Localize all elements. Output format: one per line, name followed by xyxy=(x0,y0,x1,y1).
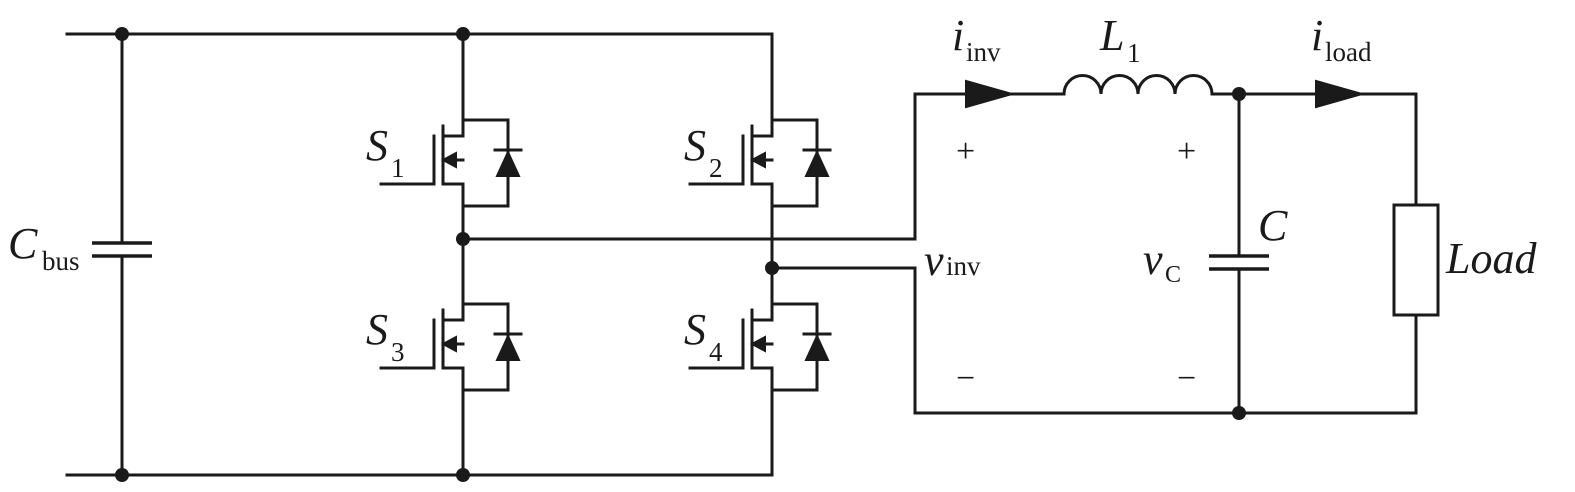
svg-text:S: S xyxy=(366,121,388,170)
svg-text:inv: inv xyxy=(946,251,981,281)
i-load-arrow xyxy=(1315,79,1366,109)
svg-text:1: 1 xyxy=(1127,38,1141,68)
svg-text:3: 3 xyxy=(391,337,405,367)
v-inv-plus-sign: + xyxy=(956,133,975,170)
s4-label: S 4 xyxy=(684,305,723,367)
svg-text:load: load xyxy=(1325,37,1372,67)
svg-text:i: i xyxy=(1311,11,1323,60)
right-leg-wiring xyxy=(770,204,917,314)
load-resistor xyxy=(1392,203,1440,317)
dc-bus-rails xyxy=(65,32,774,477)
s2-label: S 2 xyxy=(684,121,723,183)
c-label: C xyxy=(1258,201,1288,250)
i-inv-arrow xyxy=(965,79,1016,109)
svg-text:C: C xyxy=(8,219,38,268)
inductor-l1 xyxy=(1062,74,1214,96)
v-c-label: v C xyxy=(1143,235,1181,288)
svg-text:v: v xyxy=(924,236,944,285)
v-c-plus-sign: + xyxy=(1177,133,1196,170)
svg-text:inv: inv xyxy=(966,37,1001,67)
l1-label: L 1 xyxy=(1099,11,1141,68)
svg-text:bus: bus xyxy=(42,246,80,276)
svg-text:S: S xyxy=(684,305,706,354)
bus-capacitor xyxy=(92,32,152,477)
v-inv-label: v inv xyxy=(924,236,981,285)
switch-s2-mosfet xyxy=(688,118,832,208)
i-load-label: i load xyxy=(1311,11,1372,67)
output-wiring xyxy=(913,92,1418,415)
svg-text:i: i xyxy=(952,11,964,60)
svg-text:S: S xyxy=(684,121,706,170)
switch-s1-mosfet xyxy=(379,118,523,208)
s3-label: S 3 xyxy=(366,305,405,367)
svg-text:v: v xyxy=(1143,235,1163,284)
s1-label: S 1 xyxy=(366,121,405,183)
v-inv-minus-sign: − xyxy=(956,360,975,397)
switch-s3-mosfet xyxy=(379,302,523,392)
i-inv-label: i inv xyxy=(952,11,1001,67)
left-leg-wiring xyxy=(461,32,917,477)
c-bus-label: C bus xyxy=(8,219,80,276)
svg-text:1: 1 xyxy=(391,153,405,183)
svg-text:4: 4 xyxy=(709,337,723,367)
v-c-minus-sign: − xyxy=(1177,360,1196,397)
svg-text:S: S xyxy=(366,305,388,354)
load-label: Load xyxy=(1445,234,1537,283)
svg-text:2: 2 xyxy=(709,153,723,183)
junction-dots xyxy=(115,27,1246,482)
svg-text:C: C xyxy=(1165,262,1181,288)
filter-capacitor xyxy=(1209,92,1269,415)
svg-text:L: L xyxy=(1099,11,1124,60)
switch-s4-mosfet xyxy=(688,302,832,392)
